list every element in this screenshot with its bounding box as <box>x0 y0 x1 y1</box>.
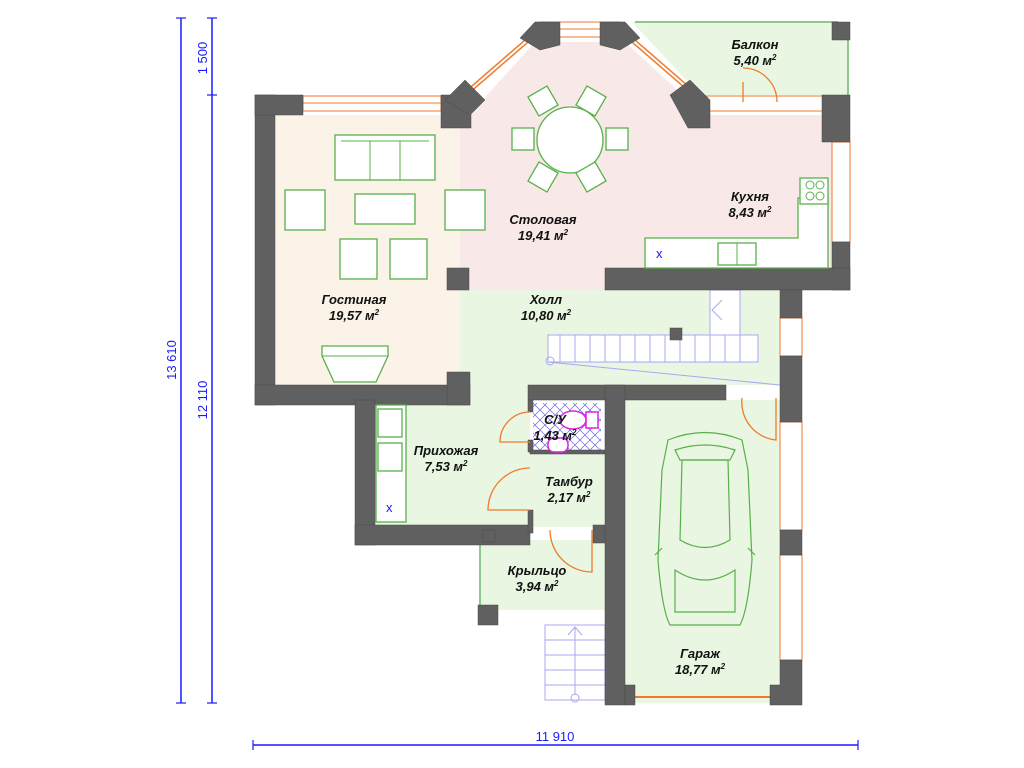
room-label-kitchen: Кухня 8,43 м2 <box>729 189 773 220</box>
svg-text:10,80 м2: 10,80 м2 <box>521 308 572 323</box>
coffee-table <box>354 193 416 225</box>
dimension-balcony-offset: 1 500 <box>195 42 210 75</box>
svg-text:Тамбур: Тамбур <box>545 474 593 489</box>
walls <box>254 21 851 706</box>
svg-text:18,77 м2: 18,77 м2 <box>675 662 726 677</box>
car-icon <box>654 431 756 626</box>
stove-icon <box>799 177 829 205</box>
doors[interactable] <box>487 67 778 573</box>
furniture: x x <box>284 85 829 626</box>
room-label-porch: Крыльцо 3,94 м2 <box>508 563 567 594</box>
svg-text:1,43 м2: 1,43 м2 <box>534 428 578 443</box>
dimension-lines <box>176 17 859 750</box>
sofa <box>334 134 436 181</box>
dining-table <box>511 85 629 193</box>
room-label-balcony: Балкон 5,40 м2 <box>731 37 778 68</box>
svg-text:Прихожая: Прихожая <box>414 443 479 458</box>
armchair <box>339 238 378 280</box>
fireplace-icon <box>321 345 389 383</box>
room-labels: Балкон 5,40 м2 Столовая 19,41 м2 Кухня 8… <box>322 37 779 677</box>
svg-text:Холл: Холл <box>529 292 562 307</box>
room-label-vestibule: Тамбур 2,17 м2 <box>545 474 593 505</box>
entry-stove-icon <box>377 442 403 472</box>
svg-text:Столовая: Столовая <box>509 212 576 227</box>
dimension-main-height: 12 110 <box>195 381 210 420</box>
svg-text:Крыльцо: Крыльцо <box>508 563 567 578</box>
garage-floor <box>625 400 782 703</box>
svg-text:Кухня: Кухня <box>731 189 769 204</box>
svg-text:x: x <box>656 246 663 261</box>
dimension-total-height: 13 610 <box>164 340 179 380</box>
room-label-living: Гостиная 19,57 м2 <box>322 292 387 323</box>
svg-text:3,94 м2: 3,94 м2 <box>516 579 560 594</box>
armchair <box>284 189 326 231</box>
vestibule-floor <box>530 452 605 527</box>
svg-text:С/У: С/У <box>544 412 567 427</box>
room-label-dining: Столовая 19,41 м2 <box>509 212 576 243</box>
svg-text:2,17 м2: 2,17 м2 <box>547 490 592 505</box>
balcony-floor <box>632 22 848 95</box>
svg-text:Гараж: Гараж <box>680 646 721 661</box>
svg-text:8,43 м2: 8,43 м2 <box>729 205 773 220</box>
room-label-hall: Холл 10,80 м2 <box>521 292 572 323</box>
room-label-garage: Гараж 18,77 м2 <box>675 646 726 677</box>
svg-text:Балкон: Балкон <box>731 37 778 52</box>
armchair <box>444 189 486 231</box>
porch-steps[interactable] <box>544 624 606 703</box>
dimension-total-width: 11 910 <box>536 729 575 744</box>
room-label-entry: Прихожая 7,53 м2 <box>414 443 479 474</box>
toilet-icon <box>547 410 599 453</box>
armchair <box>389 238 428 280</box>
svg-text:Гостиная: Гостиная <box>322 292 387 307</box>
room-label-bathroom: С/У 1,43 м2 <box>534 412 578 443</box>
svg-text:19,57 м2: 19,57 м2 <box>329 308 380 323</box>
svg-text:5,40 м2: 5,40 м2 <box>734 53 778 68</box>
hall-staircase[interactable] <box>545 289 781 386</box>
svg-text:19,41 м2: 19,41 м2 <box>518 228 569 243</box>
porch-floor <box>480 540 605 610</box>
svg-text:x: x <box>386 500 393 515</box>
svg-text:7,53 м2: 7,53 м2 <box>425 459 469 474</box>
